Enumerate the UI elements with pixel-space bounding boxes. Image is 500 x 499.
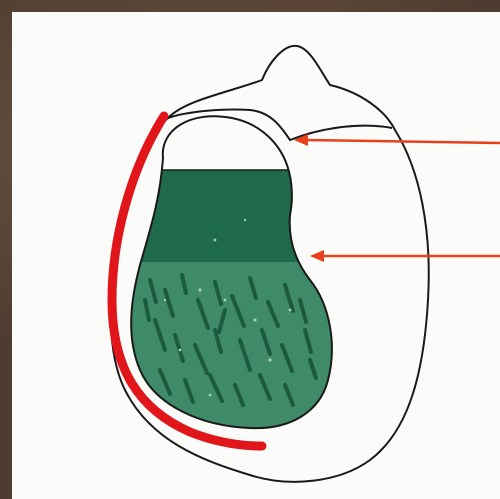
- upper-arrow: [294, 134, 500, 146]
- dark-fill-region: [120, 170, 350, 265]
- lower-arrow: [310, 250, 500, 262]
